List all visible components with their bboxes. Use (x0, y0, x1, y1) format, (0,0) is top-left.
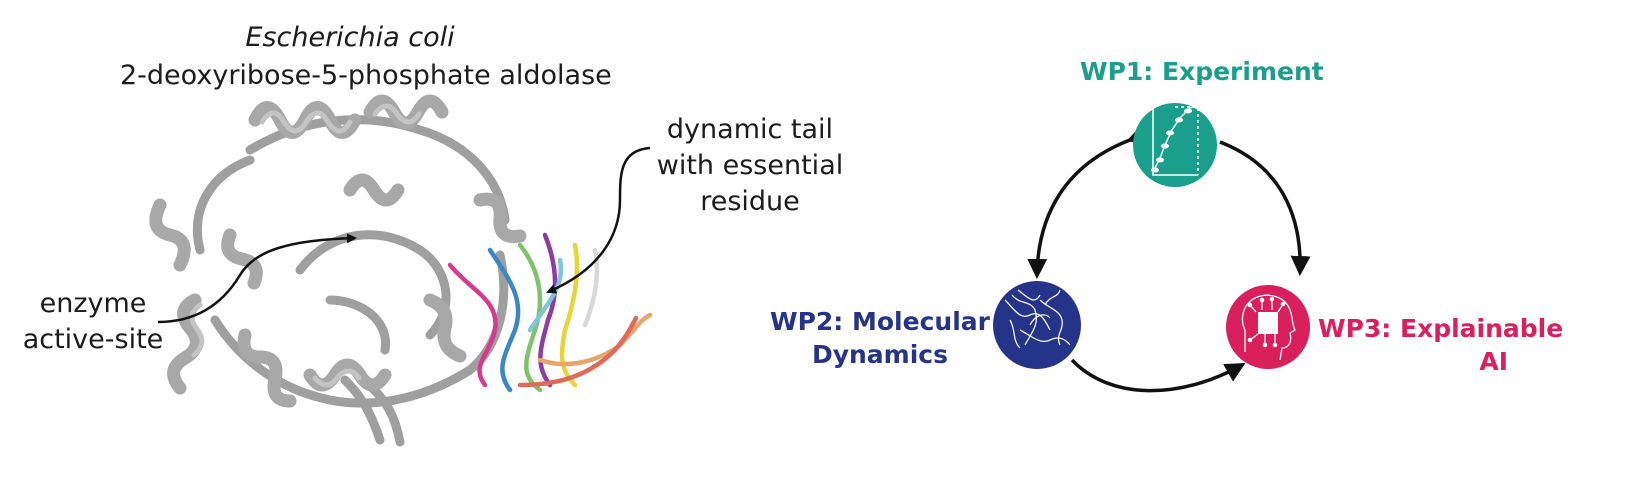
protein-structure-icon (149, 94, 653, 447)
md-trajectory-icon (1004, 289, 1071, 349)
ai-head-icon (1241, 294, 1296, 361)
active-site-label-line1: enzyme (39, 288, 147, 319)
arrow-wp1-wp2-double (1027, 124, 1149, 279)
wp2-label-line1: WP2: Molecular (770, 307, 990, 336)
wp3-node (1226, 285, 1310, 369)
wp3-label-line2: AI (1479, 347, 1508, 376)
enzyme-name-label: 2-deoxyribose-5-phosphate aldolase (120, 60, 612, 91)
tail-arrow (546, 146, 651, 294)
organism-label: Escherichia coli (245, 22, 455, 53)
wp2-label-line2: Dynamics (811, 340, 948, 369)
tail-label-line2: with essential (656, 150, 844, 181)
arrow-wp2-to-wp3 (1070, 358, 1246, 393)
tail-label-line3: residue (700, 186, 800, 217)
active-site-label-line2: active-site (22, 324, 164, 355)
wp1-label: WP1: Experiment (1080, 57, 1324, 86)
tail-label-line1: dynamic tail (666, 114, 834, 145)
wp3-label-line1: WP3: Explainable (1318, 314, 1564, 343)
arrow-wp1-to-wp3 (1219, 140, 1311, 276)
wp2-node (993, 281, 1081, 369)
active-site-arrow (157, 233, 357, 324)
cycle-arrows (1027, 124, 1311, 393)
enzyme-kinetics-plot-icon (1151, 105, 1199, 176)
wp1-node (1133, 103, 1217, 187)
